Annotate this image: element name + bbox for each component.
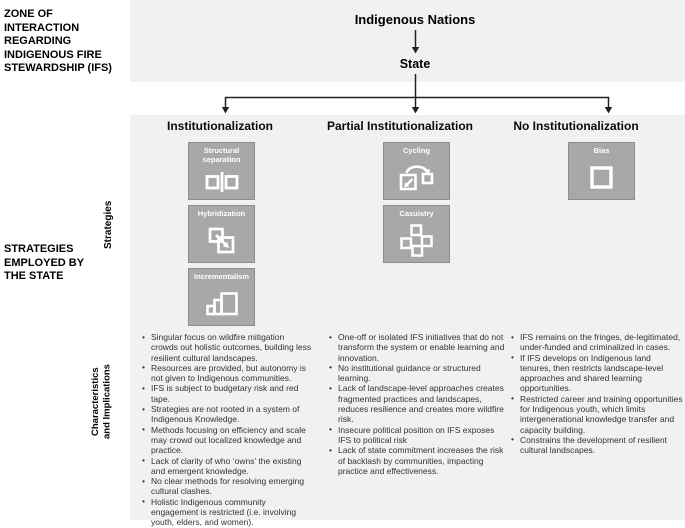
strategy-label: Hybridization	[197, 209, 246, 218]
bullet-item: IFS remains on the fringes, de-legitimat…	[509, 332, 683, 353]
bullet-item: Resources are provided, but autonomy is …	[140, 362, 312, 384]
column-header-no-institutionalization: No Institutionalization	[513, 119, 639, 133]
strategy-label: Cycling	[402, 146, 431, 155]
cycling-icon	[399, 156, 434, 200]
bullets-no-institutionalization: IFS remains on the fringes, de-legitimat…	[509, 332, 683, 456]
indigenous-nations-node: Indigenous Nations	[354, 12, 476, 27]
bullet-item: Insecure political position on IFS expos…	[327, 424, 507, 446]
strategies-employed-heading: STRATEGIES EMPLOYED BY THE STATE	[4, 243, 85, 282]
casuistry-icon	[400, 219, 433, 263]
bullet-item: Lack of landscape-level approaches creat…	[327, 383, 507, 424]
strategy-label: Incrementalism	[193, 272, 250, 281]
bias-icon	[589, 156, 614, 200]
strategy-box-hybridization: Hybridization	[188, 205, 255, 263]
bullet-item: If IFS develops on Indigenous land tenur…	[509, 352, 683, 394]
characteristics-axis-label: Characteristics and Implications	[90, 364, 113, 440]
bullet-item: Methods focusing on efficiency and scale…	[140, 424, 312, 456]
strategy-label: Structural separation	[202, 146, 241, 164]
strategies-axis-label: Strategies	[103, 200, 114, 250]
bullet-item: One-off or isolated IFS initiatives that…	[327, 332, 507, 363]
strategy-box-incrementalism: Incrementalism	[188, 268, 255, 326]
strategy-label: Bias	[593, 146, 610, 155]
strategy-box-structural-separation: Structural separation	[188, 142, 255, 200]
column-header-partial-institutionalization: Partial Institutionalization	[326, 119, 473, 133]
hybridization-icon	[208, 219, 235, 263]
interaction-zone-panel	[130, 0, 685, 82]
bullet-item: Lack of clarity of who ‘owns’ the existi…	[140, 455, 312, 477]
bullets-partial-institutionalization: One-off or isolated IFS initiatives that…	[327, 332, 507, 476]
bullet-item: No clear methods for resolving emerging …	[140, 476, 312, 497]
column-header-institutionalization: Institutionalization	[167, 119, 273, 133]
bullet-item: Constrains the development of resilient …	[509, 434, 683, 456]
zone-title: ZONE OF INTERACTION REGARDING INDIGENOUS…	[4, 8, 112, 74]
strategy-box-casuistry: Casuistry	[383, 205, 450, 263]
bullets-institutionalization: Singular focus on wildfire mitigation cr…	[140, 332, 312, 528]
strategy-box-cycling: Cycling	[383, 142, 450, 200]
bullet-item: IFS is subject to budgetary risk and red…	[140, 383, 312, 404]
bullet-item: No institutional guidance or structured …	[327, 362, 507, 384]
strategy-label: Casuistry	[399, 209, 434, 218]
bullet-item: Holistic Indigenous community engagement…	[140, 496, 312, 528]
bullet-item: Strategies are not rooted in a system of…	[140, 404, 312, 425]
bullet-item: Lack of state commitment increases the r…	[327, 445, 507, 476]
structural-separation-icon	[205, 164, 239, 199]
incrementalism-icon	[205, 282, 238, 326]
state-node: State	[399, 57, 431, 71]
bullet-item: Restricted career and training opportuni…	[509, 393, 683, 435]
strategy-box-bias: Bias	[568, 142, 635, 200]
bullet-item: Singular focus on wildfire mitigation cr…	[140, 332, 312, 363]
